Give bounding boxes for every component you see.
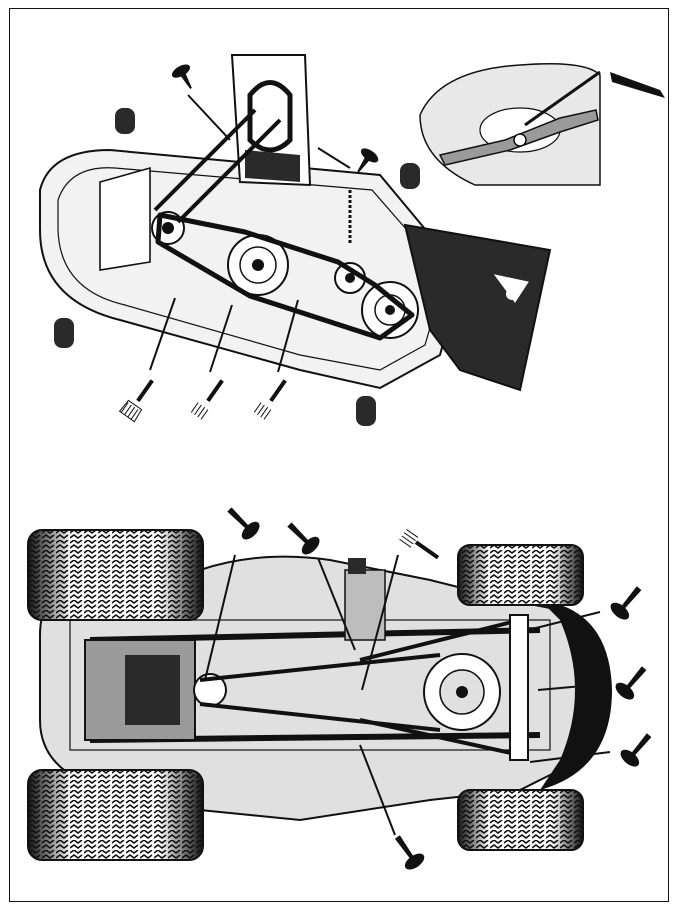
drive-belt (155, 212, 415, 341)
brush-icon (399, 529, 440, 560)
deck-figure (39, 54, 552, 426)
chassis-drive-belt (199, 653, 441, 732)
grease-gun-icon (287, 522, 320, 555)
grease-gun-icon (357, 148, 379, 173)
wrench-icon (524, 70, 665, 127)
grease-gun-icon (171, 64, 192, 89)
transaxle (84, 639, 227, 741)
brush-icon (253, 379, 287, 420)
spindle-pulley-center (227, 234, 289, 296)
rear-tire-right (27, 769, 204, 861)
belt-upper-run (153, 108, 282, 224)
frame-rail-upper (89, 627, 541, 643)
deck-inner-rim (57, 167, 439, 371)
left-pulley-guard (99, 166, 151, 271)
chassis-figure (39, 555, 612, 822)
blade-inset (419, 63, 665, 186)
brush-icon (190, 379, 224, 420)
grease-gun-icon (227, 507, 260, 540)
steering-link (359, 618, 521, 757)
engine-pulley (423, 653, 501, 731)
front-tire-right (457, 789, 584, 851)
rear-tire-left (27, 529, 204, 621)
belt-guide-bracket (230, 54, 312, 187)
deck-gauge-wheel-3 (54, 318, 74, 348)
discharge-chute (403, 223, 552, 392)
grease-gun-icon (615, 666, 647, 700)
grease-gun-icon (610, 586, 642, 620)
grease-gun-icon (394, 835, 425, 870)
page-border (9, 8, 669, 902)
grease-gun-icon (620, 733, 652, 767)
brush-icon (118, 379, 154, 423)
front-tire-left (457, 544, 584, 606)
deck-gauge-wheel-2 (400, 163, 420, 189)
front-bumper (540, 600, 612, 790)
deck-gauge-wheel-4 (356, 396, 376, 426)
deck-gauge-wheel-1 (115, 108, 135, 134)
